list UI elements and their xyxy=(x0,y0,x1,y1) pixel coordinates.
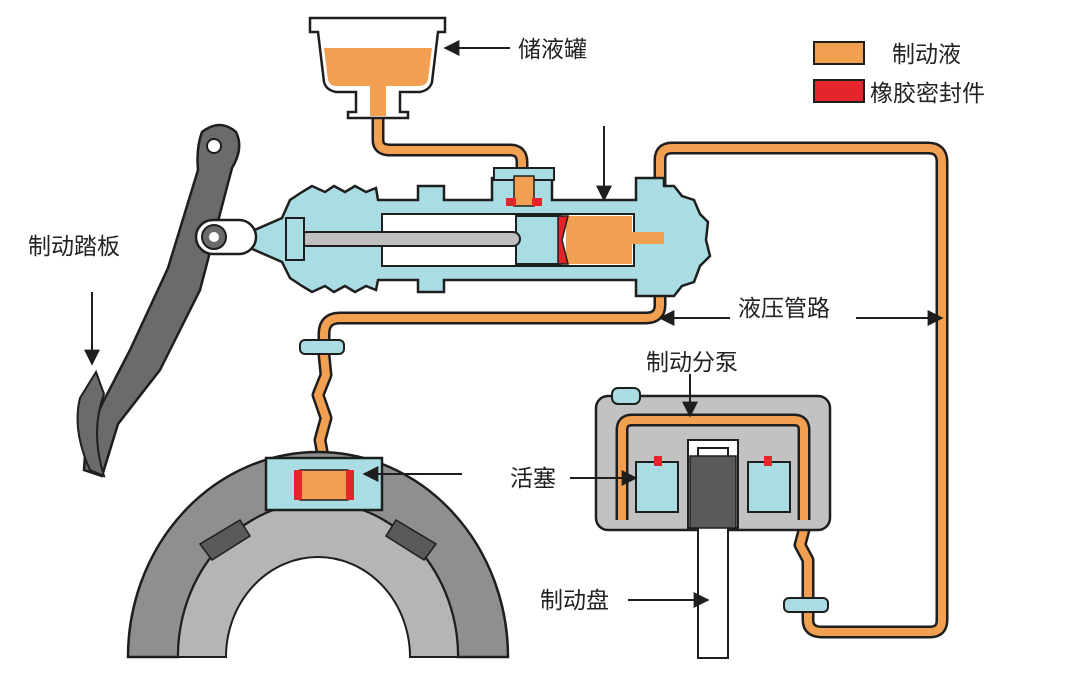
brake-caliper-label: 制动分泵 xyxy=(646,350,738,376)
piston-label: 活塞 xyxy=(510,466,556,492)
legend-swatch-brake-fluid xyxy=(813,41,865,65)
brake-pedal-label: 制动踏板 xyxy=(28,234,120,260)
master-cylinder xyxy=(248,167,712,298)
callout-arrows xyxy=(84,40,944,608)
hydraulic-line-label: 液压管路 xyxy=(738,296,830,322)
brake-pedal xyxy=(76,123,258,478)
legend-label-brake-fluid: 制动液 xyxy=(892,42,961,68)
legend-label-rubber-seal: 橡胶密封件 xyxy=(870,81,985,107)
drum-brake xyxy=(126,339,510,659)
reservoir xyxy=(308,16,447,120)
reservoir-label: 储液罐 xyxy=(518,37,587,63)
brake-disc-label: 制动盘 xyxy=(540,588,609,614)
disc-brake xyxy=(594,387,832,659)
legend-swatch-rubber-seal xyxy=(813,79,865,103)
legend: 制动液 橡胶密封件 xyxy=(813,41,985,107)
labels: 储液罐 制动踏板 液压管路 制动分泵 活塞 制动盘 xyxy=(28,37,830,614)
